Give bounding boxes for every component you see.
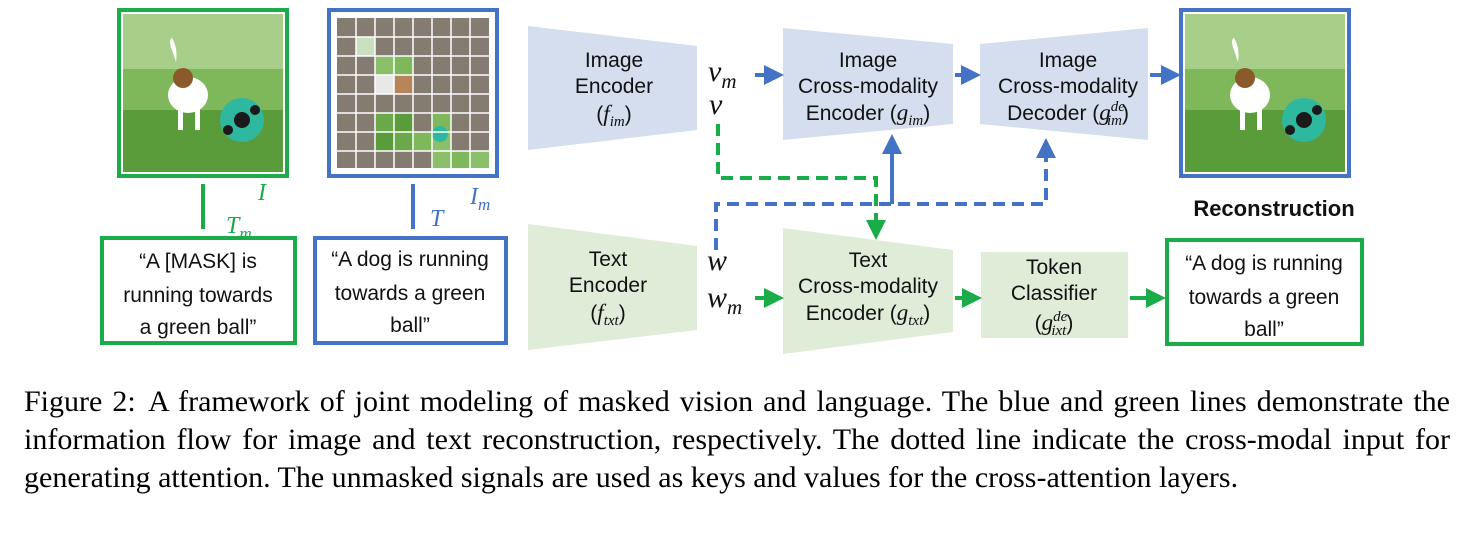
svg-text:Encoder: Encoder [569,274,647,297]
label-I: I [257,180,267,206]
text-encoder: Text Encoder (ftxt) [528,224,697,350]
label-T: T [430,206,445,232]
var-wm: wm [707,281,742,319]
label-Im: Im [469,184,490,214]
svg-text:Image: Image [839,49,897,72]
svg-text:ball”: ball” [390,314,430,337]
var-w: w [707,244,727,277]
var-vm: vm [708,55,737,93]
original-image [117,8,289,178]
original-text-box: “A dog is running towards a green ball” [313,236,508,345]
caption-label: Figure 2: [24,385,136,418]
framework-diagram: Reconstruction I Tm T Im “A [MASK] is ru… [100,8,1364,354]
svg-text:towards a green: towards a green [1189,286,1340,309]
svg-text:Encoder (gim): Encoder (gim) [806,100,931,129]
svg-text:“A [MASK] is: “A [MASK] is [139,250,257,273]
text-cross-modality-encoder: Text Cross-modality Encoder (gtxt) [783,228,953,354]
svg-text:towards a green: towards a green [335,282,486,305]
svg-text:Cross-modality: Cross-modality [998,75,1139,98]
dashed-w-to-image-decoder [714,138,1056,250]
svg-text:Text: Text [589,248,628,271]
svg-text:Cross-modality: Cross-modality [798,75,939,98]
svg-text:“A dog is running: “A dog is running [331,248,489,271]
svg-text:a green ball”: a green ball” [140,316,257,339]
masked-image [327,8,499,178]
svg-text:ball”: ball” [1244,318,1284,341]
reconstruction-image [1179,8,1351,178]
svg-text:Cross-modality: Cross-modality [798,275,939,298]
svg-text:Token: Token [1026,256,1082,279]
svg-text:“A dog is running: “A dog is running [1185,252,1343,275]
svg-text:running towards: running towards [123,284,272,307]
svg-text:Classifier: Classifier [1011,282,1097,305]
masked-text-box: “A [MASK] is running towards a green bal… [100,236,297,345]
image-cross-modality-encoder: Image Cross-modality Encoder (gim) [783,28,953,140]
output-text-box: “A dog is running towards a green ball” [1165,238,1364,346]
svg-text:Encoder: Encoder [575,75,653,98]
dashed-v-to-text-cross-encoder [716,124,886,240]
caption-text: A framework of joint modeling of masked … [24,385,1450,494]
svg-text:Image: Image [1039,49,1097,72]
svg-text:Encoder (gtxt): Encoder (gtxt) [806,300,931,329]
svg-text:Text: Text [849,249,888,272]
svg-text:Image: Image [585,49,643,72]
image-encoder: Image Encoder (fim) [528,26,697,150]
reconstruction-label: Reconstruction [1193,196,1354,221]
figure-caption: Figure 2: A framework of joint modeling … [24,383,1450,497]
var-v: v [709,88,723,121]
